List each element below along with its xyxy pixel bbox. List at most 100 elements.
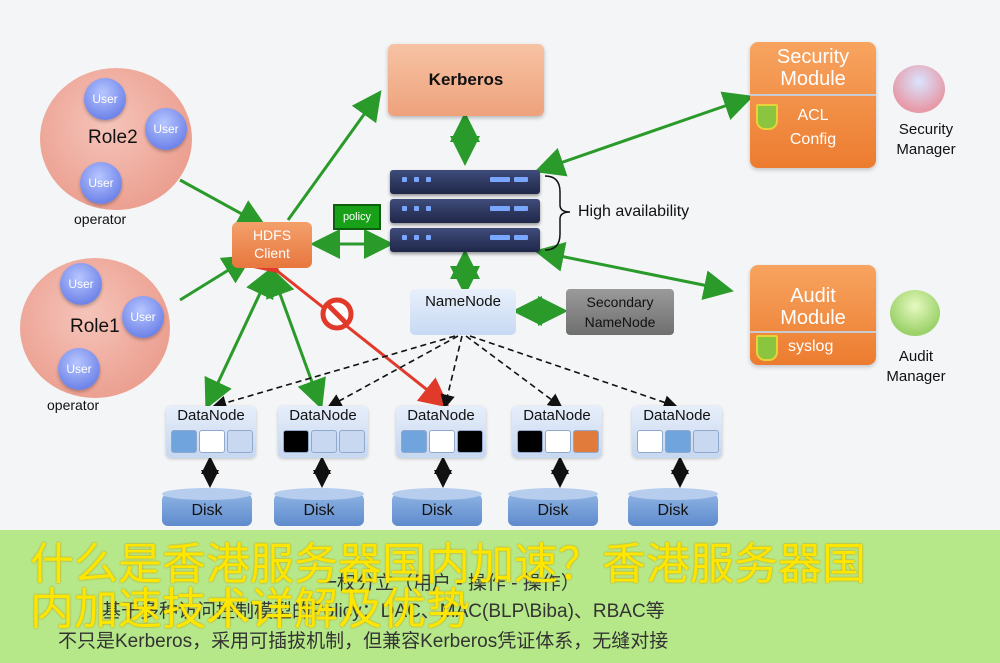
server-1	[390, 170, 540, 194]
banner-line-1: 一权分立（用户 - 操作 - 操作）	[318, 573, 580, 594]
data-block	[693, 430, 719, 453]
audit-manager-avatar-icon	[890, 290, 940, 336]
disk-label: Disk	[191, 502, 223, 519]
shield-icon	[756, 104, 778, 130]
audit-module-syslog: syslog	[788, 338, 834, 355]
ha-brace	[544, 175, 571, 251]
dashed-nn-dn1	[211, 335, 456, 410]
banner-line-2: 基于多种访问控制模型的Policy：DAC、MAC(BLP\Biba)、RBAC…	[102, 601, 665, 622]
dashed-nn-dn2	[327, 335, 459, 408]
dashed-nn-dn3	[440, 335, 463, 410]
audit-module-title-1: Audit	[790, 285, 836, 307]
disk-top	[162, 488, 252, 500]
disk-top	[508, 488, 598, 500]
namenode-box: NameNode	[410, 289, 516, 335]
data-block	[429, 430, 455, 453]
data-block	[339, 430, 365, 453]
security-manager-label: Security Manager	[884, 120, 968, 160]
kerberos-label: Kerberos	[428, 70, 504, 89]
security-module-box: Security Module ACL Config	[750, 42, 876, 168]
datanode-label: DataNode	[523, 407, 591, 424]
audit-module-box: Audit Module syslog	[750, 265, 876, 365]
disk-label: Disk	[657, 502, 689, 519]
security-manager-line1: Security	[898, 121, 954, 138]
secondary-namenode-box: Secondary NameNode	[566, 289, 674, 335]
role1-label: Role1	[70, 316, 120, 337]
no-access-icon	[320, 297, 354, 331]
policy-badge: policy	[333, 204, 381, 230]
audit-manager-line2: Manager	[886, 368, 946, 385]
role2-label: Role2	[88, 127, 138, 148]
security-manager-line2: Manager	[896, 141, 956, 158]
audit-module-title-2: Module	[780, 307, 846, 329]
disk-top	[274, 488, 364, 500]
shield-icon	[756, 335, 778, 361]
disk-label: Disk	[421, 502, 453, 519]
dashed-nn-dn5	[469, 335, 679, 410]
data-block	[171, 430, 197, 453]
data-block	[283, 430, 309, 453]
datanode-box: DataNode	[396, 406, 486, 458]
disk-label: Disk	[303, 502, 335, 519]
divider	[750, 331, 876, 333]
disk-top	[392, 488, 482, 500]
user-icon: User	[60, 263, 102, 305]
disk-top	[628, 488, 718, 500]
dashed-nn-dn4	[465, 335, 563, 408]
data-block	[517, 430, 543, 453]
high-availability-label: High availability	[578, 203, 690, 220]
disk-cylinder: Disk	[392, 488, 482, 526]
user-icon: User	[58, 348, 100, 390]
hdfs-client-line1: HDFS	[252, 227, 292, 243]
data-block	[401, 430, 427, 453]
arrow-client-dn2	[266, 266, 326, 410]
datanode-box: DataNode	[632, 406, 722, 458]
datanode-label: DataNode	[177, 407, 245, 424]
security-module-title-1: Security	[776, 46, 850, 68]
datanode-label: DataNode	[407, 407, 475, 424]
arrow-client-kerberos	[286, 90, 382, 221]
data-block	[665, 430, 691, 453]
role1-operator-label: operator	[47, 397, 100, 413]
audit-manager-line1: Audit	[898, 348, 934, 365]
hdfs-client-line2: Client	[254, 245, 290, 261]
security-module-config: Config	[789, 131, 837, 148]
disk-cylinder: Disk	[508, 488, 598, 526]
secondary-namenode-line1: Secondary	[586, 294, 654, 310]
disk-label: Disk	[537, 502, 569, 519]
bottom-banner	[0, 530, 1000, 663]
arrow-client-dn1	[204, 266, 274, 410]
kerberos-box: Kerberos	[388, 44, 544, 116]
secondary-namenode-line2: NameNode	[584, 314, 656, 330]
data-block	[457, 430, 483, 453]
server-3	[390, 228, 540, 252]
datanode-box: DataNode	[166, 406, 256, 458]
server-2	[390, 199, 540, 223]
disk-cylinder: Disk	[162, 488, 252, 526]
data-block	[637, 430, 663, 453]
banner-line-3: 不只是Kerberos，采用可插拔机制，但兼容Kerberos凭证体系，无缝对接	[58, 631, 669, 652]
disk-cylinder: Disk	[274, 488, 364, 526]
user-icon: User	[84, 78, 126, 120]
security-manager-avatar-icon	[893, 65, 945, 113]
overlay-title-line-2: 内加速技术详解及优势	[30, 585, 470, 634]
datanode-box: DataNode	[278, 406, 368, 458]
user-icon: User	[80, 162, 122, 204]
datanode-box: DataNode	[512, 406, 602, 458]
datanode-label: DataNode	[289, 407, 357, 424]
arrow-servers-audit	[534, 242, 734, 300]
user-icon: User	[145, 108, 187, 150]
divider	[750, 94, 876, 96]
hdfs-client-box: HDFS Client	[232, 222, 312, 268]
datanode-label: DataNode	[643, 407, 711, 424]
user-icon: User	[122, 296, 164, 338]
data-block	[227, 430, 253, 453]
data-block	[545, 430, 571, 453]
data-block	[573, 430, 599, 453]
arrow-servers-security	[534, 91, 754, 177]
data-block	[311, 430, 337, 453]
arrow-client-dn3-denied	[247, 243, 450, 408]
data-block	[199, 430, 225, 453]
arrow-role2-client	[179, 178, 268, 228]
